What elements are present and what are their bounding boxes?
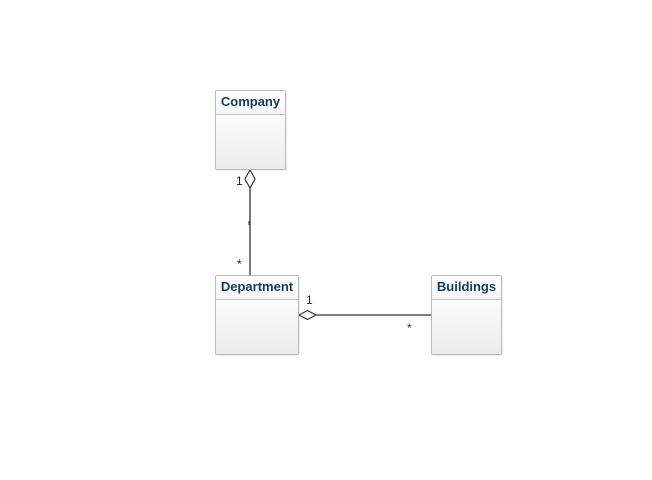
company-aggregation-diamond [244, 168, 256, 190]
class-department-attributes [216, 300, 298, 354]
class-buildings-name: Buildings [432, 276, 501, 300]
class-buildings[interactable]: Buildings [431, 275, 502, 355]
multiplicity-department-end: * [237, 257, 242, 271]
class-company-attributes [216, 115, 285, 169]
multiplicity-department-aggregate-end: 1 [306, 293, 313, 307]
class-company[interactable]: Company [215, 90, 286, 170]
class-department[interactable]: Department [215, 275, 299, 355]
department-aggregation-diamond [297, 309, 318, 321]
class-department-name: Department [216, 276, 298, 300]
multiplicity-company-end: 1 [236, 174, 243, 188]
multiplicity-buildings-end: * [407, 321, 412, 335]
class-buildings-attributes [432, 300, 501, 354]
class-company-name: Company [216, 91, 285, 115]
